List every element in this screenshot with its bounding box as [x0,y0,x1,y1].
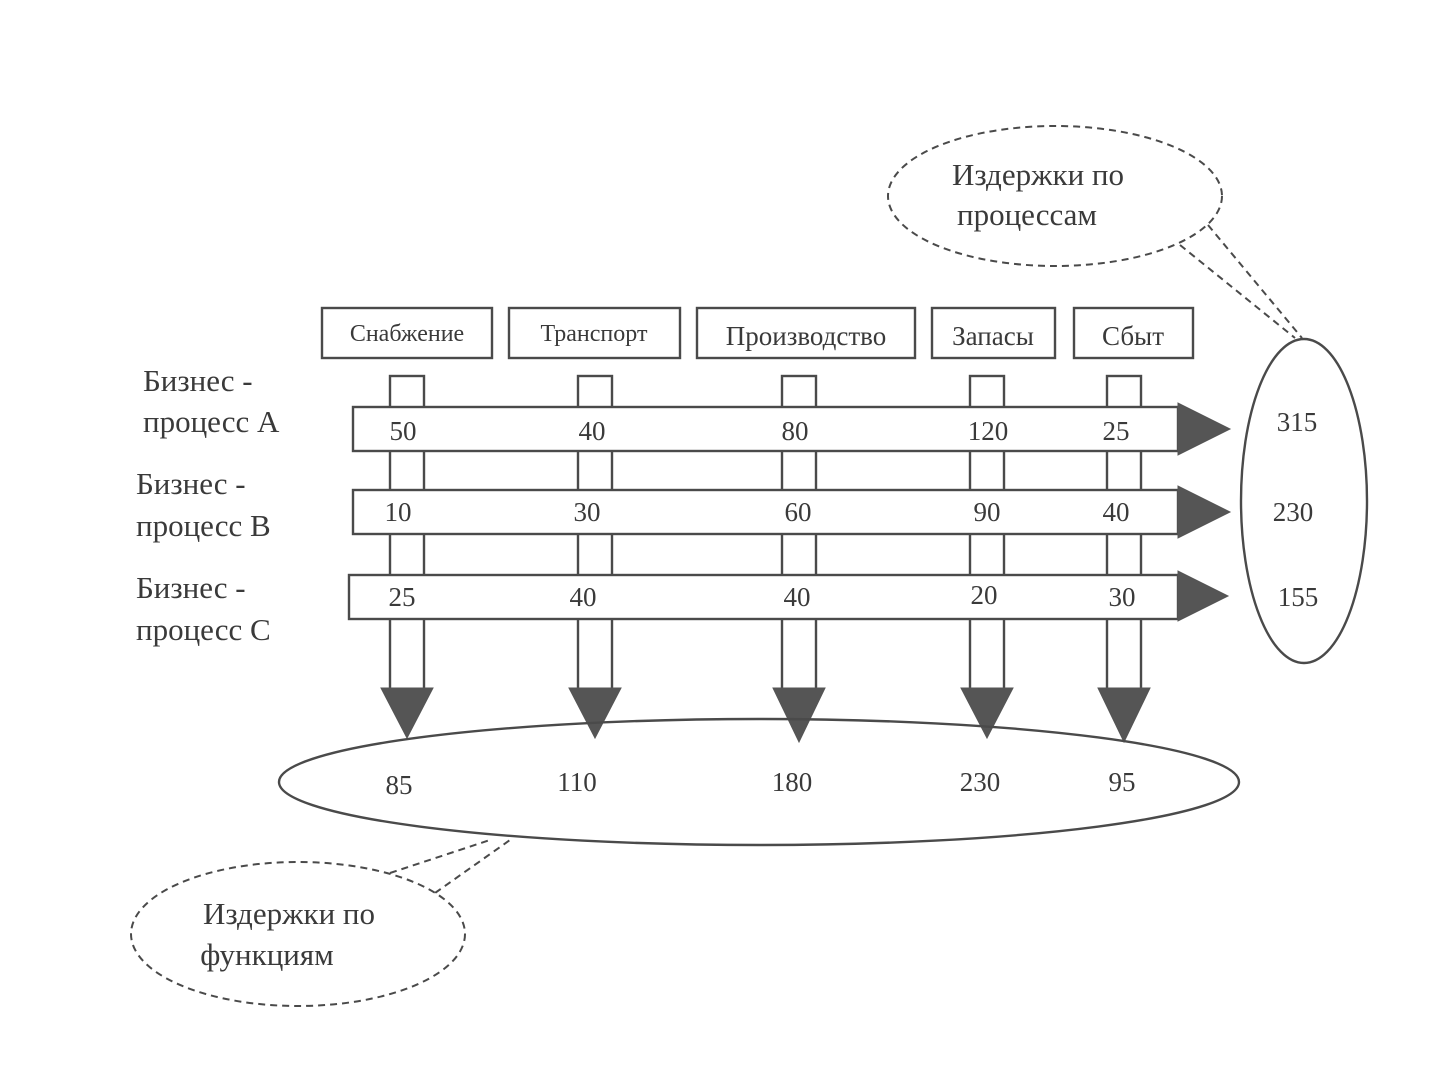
process-c-label-line1: Бизнес - [136,570,246,605]
total-process-b: 230 [1273,497,1314,527]
function-arrowheads [380,687,1151,744]
function-arrowhead-transport [568,687,622,740]
cost-a-sales: 25 [1103,416,1130,446]
function-label-sales: Сбыт [1102,321,1164,351]
callout-processes-pointer-1 [1179,244,1296,339]
cost-c-sales: 30 [1109,582,1136,612]
process-b-costs: 10 30 60 90 40 [385,497,1130,527]
process-arrowhead-b [1177,485,1232,539]
callout-processes-bubble [887,125,1223,267]
function-box-production [695,306,917,360]
function-arrowhead-supply [380,687,434,740]
process-totals: 315 230 155 [1239,337,1369,665]
callout-functions: Издержки по функциям [130,839,511,1007]
total-process-c: 155 [1278,582,1319,612]
process-labels: Бизнес - процесс А Бизнес - процесс В Би… [136,363,280,647]
process-b-label-line1: Бизнес - [136,466,246,501]
process-c-costs: 25 40 40 20 30 [389,580,1136,612]
callout-functions-line1: Издержки по [203,896,375,931]
process-b-label-line2: процесс В [136,508,271,543]
cost-b-production: 60 [785,497,812,527]
process-bars [347,402,1232,622]
process-a-label-line2: процесс А [143,404,280,439]
total-function-production: 180 [772,767,813,797]
total-function-transport: 110 [557,767,597,797]
process-arrowhead-a [1177,402,1232,456]
cost-c-inventory: 20 [971,580,998,610]
cost-a-supply: 50 [390,416,417,446]
function-label-transport: Транспорт [541,321,648,347]
process-a-label-line1: Бизнес - [143,363,253,398]
process-bar-c [347,573,1180,621]
cost-a-production: 80 [782,416,809,446]
function-box-supply [320,306,494,360]
function-headers: Снабжение Транспорт Производство Запасы … [320,306,1195,360]
cost-b-sales: 40 [1103,497,1130,527]
function-label-supply: Снабжение [350,321,464,347]
function-arrowhead-production [772,687,826,744]
cost-c-production: 40 [784,582,811,612]
cost-c-transport: 40 [570,582,597,612]
cost-c-supply: 25 [389,582,416,612]
callout-functions-bubble [130,861,466,1007]
cost-a-inventory: 120 [968,416,1009,446]
cost-b-inventory: 90 [974,497,1001,527]
cost-b-supply: 10 [385,497,412,527]
function-label-production: Производство [726,321,886,351]
process-bar-b [351,488,1180,536]
callout-functions-line2: функциям [200,937,334,972]
callout-functions-pointer-1 [389,839,491,874]
callout-processes-pointer-2 [1207,224,1303,339]
process-arrowhead-c [1177,570,1230,622]
function-totals: 85 110 180 230 95 [277,717,1241,847]
total-process-a: 315 [1277,407,1318,437]
cost-a-transport: 40 [579,416,606,446]
process-c-label-line2: процесс С [136,612,271,647]
callout-functions-pointer-2 [434,839,511,894]
function-box-transport [507,306,682,360]
function-arrowhead-inventory [960,687,1014,740]
process-a-costs: 50 40 80 120 25 [390,416,1130,446]
process-bar-a [351,405,1180,453]
process-totals-ellipse [1239,337,1369,665]
callout-processes-line1: Издержки по [952,157,1124,192]
function-box-inventory [930,306,1057,360]
callout-processes-line2: процессам [957,197,1097,232]
function-box-sales [1072,306,1195,360]
total-function-inventory: 230 [960,767,1001,797]
cost-b-transport: 30 [574,497,601,527]
function-arrowhead-sales [1097,687,1151,744]
total-function-sales: 95 [1109,767,1136,797]
function-totals-ellipse [277,717,1241,847]
total-function-supply: 85 [386,770,413,800]
function-label-inventory: Запасы [952,321,1034,351]
callout-processes: Издержки по процессам [887,125,1303,339]
